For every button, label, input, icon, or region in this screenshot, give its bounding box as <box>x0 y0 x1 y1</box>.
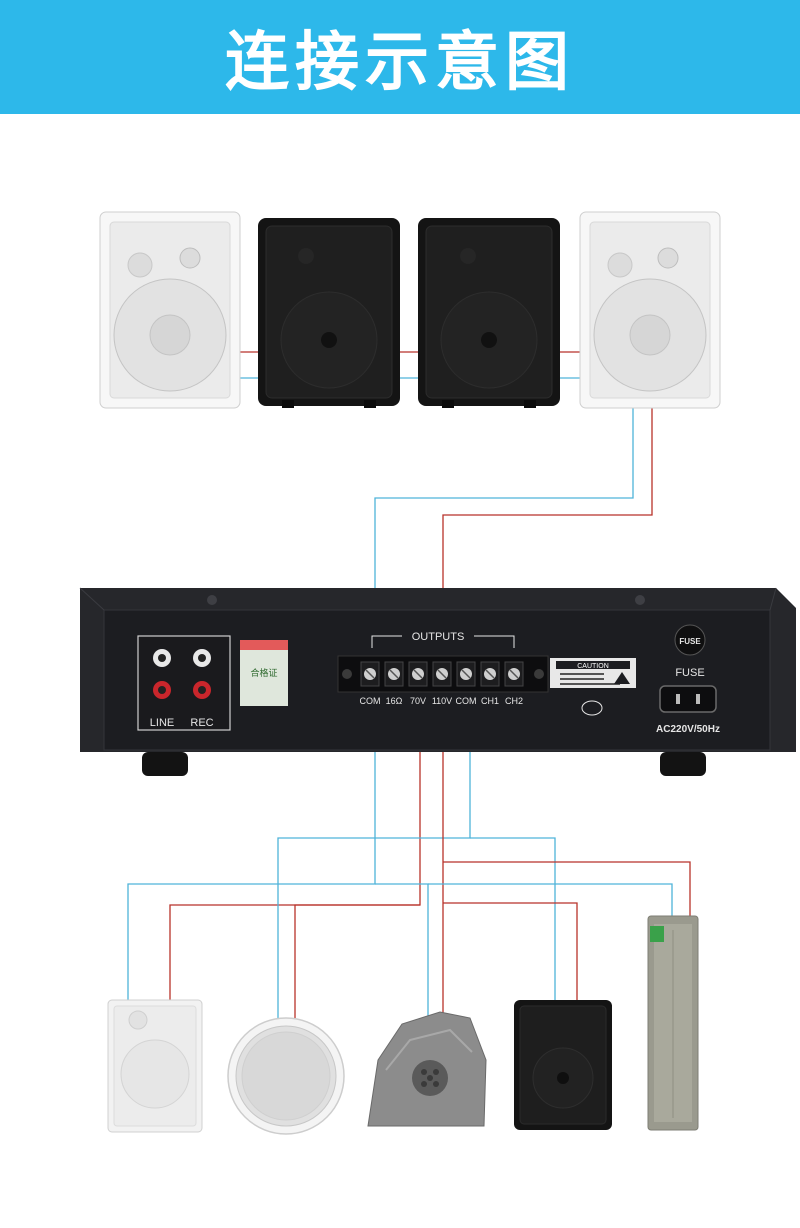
title-banner: 连接示意图 <box>0 0 800 114</box>
terminal-screw <box>432 661 452 687</box>
top-speaker-4 <box>579 211 721 409</box>
top-speaker-3 <box>418 218 560 408</box>
line-label: LINE <box>150 717 174 729</box>
bottom-link-blue-wire-4 <box>470 837 556 1002</box>
bottom-link-red-wire-5 <box>443 861 691 918</box>
top-speaker-2 <box>258 218 400 408</box>
terminal-label: COM <box>360 696 381 706</box>
terminal-screw <box>384 661 404 687</box>
bottom-link-red-wire-2 <box>294 904 420 1018</box>
line-jack-white <box>153 649 171 667</box>
rec-jack-white <box>193 649 211 667</box>
line-jack-red <box>153 681 171 699</box>
terminal-label: 70V <box>410 696 426 706</box>
amplifier: LINE REC 合格证 OUTPUTS COM 16Ω 70V 110V COM CH1… <box>79 587 796 776</box>
fuse-holder: FUSE FUSE <box>674 624 706 679</box>
bottom-link-red-wire-4 <box>443 902 578 1002</box>
terminal-screw <box>456 661 476 687</box>
bottom-column-speaker <box>647 915 699 1131</box>
caution-text: CAUTION <box>577 663 609 670</box>
terminal-label: COM <box>456 696 477 706</box>
certificate-sticker: 合格证 <box>240 640 288 706</box>
input-panel: LINE REC <box>137 635 231 731</box>
terminal-labels: COM 16Ω 70V 110V COM CH1 CH2 <box>360 696 524 706</box>
top-speaker-1 <box>99 211 241 409</box>
terminal-label: CH1 <box>481 696 499 706</box>
fuse-label: FUSE <box>675 667 704 679</box>
page-title: 连接示意图 <box>225 26 575 100</box>
bottom-ceiling-speaker <box>227 1017 345 1135</box>
outputs-terminal-block: OUTPUTS COM 16Ω 70V 110V COM CH1 CH2 <box>337 630 549 706</box>
bottom-feed-blue-wire-1 <box>127 700 376 1002</box>
terminal-screw <box>408 661 428 687</box>
ccc-mark-icon <box>581 700 603 716</box>
power-label: AC220V/50Hz <box>656 724 720 735</box>
terminal-label: 16Ω <box>386 696 403 706</box>
terminal-screw <box>504 661 524 687</box>
terminal-label: CH2 <box>505 696 523 706</box>
terminal-screw <box>360 661 380 687</box>
bottom-link-blue-wire-5 <box>428 883 673 918</box>
terminal-screw <box>480 661 500 687</box>
bottom-wall-speaker-black <box>514 1000 612 1130</box>
bottom-feed-blue-wire-2 <box>277 700 471 1018</box>
rec-label: REC <box>190 717 213 729</box>
caution-label: CAUTION <box>550 658 636 688</box>
terminal-screws <box>360 661 524 687</box>
rec-jack-red <box>193 681 211 699</box>
bottom-wall-speaker-white <box>107 999 203 1133</box>
outputs-label: OUTPUTS <box>412 631 465 643</box>
terminal-label: 110V <box>432 696 452 706</box>
power-inlet: AC220V/50Hz <box>656 685 720 735</box>
certificate-text: 合格证 <box>250 667 277 679</box>
fuse-cap-text: FUSE <box>679 637 701 646</box>
bottom-rock-speaker <box>367 1011 487 1127</box>
